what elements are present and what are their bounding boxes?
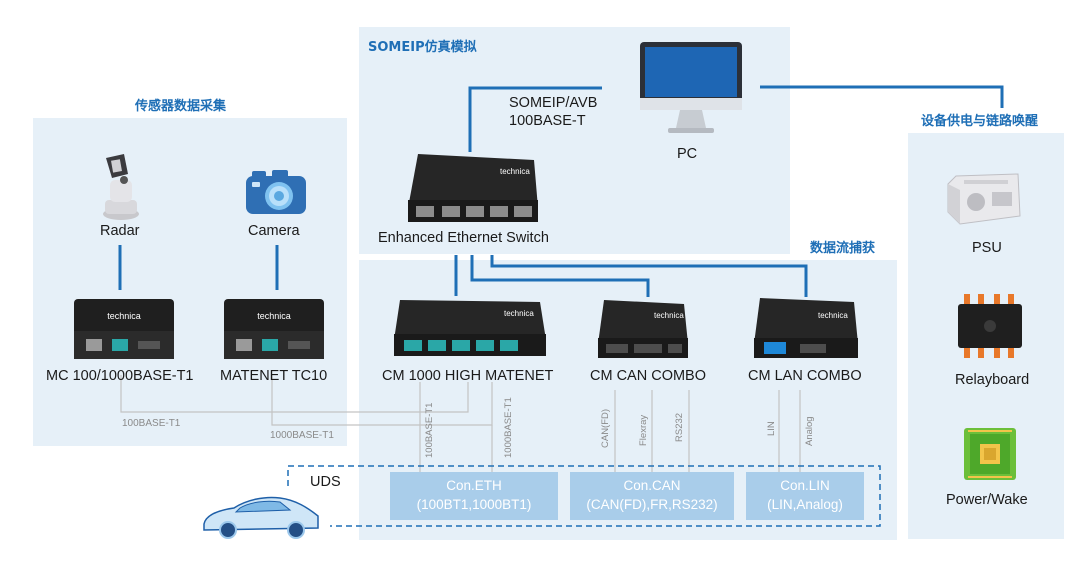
pc-label: PC	[677, 146, 698, 162]
svg-text:technica: technica	[500, 167, 530, 176]
psu-label: PSU	[972, 240, 1002, 256]
cm1000-label: CM 1000 HIGH MATENET	[382, 368, 554, 384]
v-100bt1-label: 100BASE-T1	[424, 402, 435, 458]
con-can-title: Con.CAN	[623, 478, 681, 493]
matenet-label: MATENET TC10	[220, 368, 328, 384]
power-panel-title: 设备供电与链路唤醒	[921, 114, 1039, 129]
svg-text:technica: technica	[107, 311, 141, 321]
v-1000bt1-label: 1000BASE-T1	[503, 397, 514, 458]
camera-label: Camera	[248, 223, 300, 239]
cm1000-device-icon: technica	[390, 298, 550, 360]
v-flexray-label: Flexray	[638, 414, 649, 446]
relayboard-icon	[956, 294, 1024, 358]
psu-icon	[946, 172, 1022, 232]
matenet-device-icon: technica	[222, 297, 326, 361]
svg-text:technica: technica	[654, 311, 684, 320]
svg-text:technica: technica	[504, 309, 534, 318]
power-wake-label: Power/Wake	[946, 492, 1028, 508]
con-lin-sub: (LIN,Analog)	[767, 497, 843, 512]
car-icon	[200, 490, 322, 540]
svg-text:technica: technica	[257, 311, 291, 321]
someip-avb-label: SOMEIP/AVB	[509, 95, 598, 111]
sensor-panel-title: 传感器数据采集	[135, 99, 227, 114]
con-lin-box: Con.LIN (LIN,Analog)	[746, 472, 864, 520]
uds-label: UDS	[310, 474, 341, 490]
mc-label: MC 100/1000BASE-T1	[46, 368, 194, 384]
radar-icon	[98, 150, 144, 222]
cmlan-label: CM LAN COMBO	[748, 368, 862, 384]
someip-panel-title: SOMEIP仿真模拟	[368, 40, 477, 55]
switch-label: Enhanced Ethernet Switch	[378, 230, 549, 246]
v-lin-label: LIN	[766, 421, 777, 436]
con-eth-box: Con.ETH (100BT1,1000BT1)	[390, 472, 558, 520]
v-rs232-label: RS232	[674, 412, 685, 442]
pc-monitor-icon	[638, 40, 744, 136]
relayboard-label: Relayboard	[955, 372, 1030, 388]
ethernet-switch-icon: technica	[404, 152, 540, 226]
sensor-panel	[33, 118, 347, 446]
con-can-sub: (CAN(FD),FR,RS232)	[586, 497, 718, 512]
v-canfd-label: CAN(FD)	[600, 408, 611, 448]
svg-text:technica: technica	[818, 311, 848, 320]
cmlan-device-icon: technica	[752, 296, 860, 362]
mc-device-icon: technica	[72, 297, 176, 361]
base-t-label: 100BASE-T	[509, 113, 586, 129]
radar-label: Radar	[100, 223, 140, 239]
capture-panel-title: 数据流捕获	[810, 241, 876, 256]
cmcan-label: CM CAN COMBO	[590, 368, 706, 384]
power-wake-icon	[962, 426, 1018, 482]
con-eth-title: Con.ETH	[446, 478, 502, 493]
con-can-box: Con.CAN (CAN(FD),FR,RS232)	[570, 472, 734, 520]
camera-icon	[244, 168, 308, 216]
con-lin-title: Con.LIN	[780, 478, 830, 493]
con-eth-sub: (100BT1,1000BT1)	[416, 497, 532, 512]
cmcan-device-icon: technica	[596, 298, 690, 362]
v-analog-label: Analog	[804, 416, 815, 446]
link-1000bt1-label: 1000BASE-T1	[270, 430, 334, 441]
link-100bt1-label: 100BASE-T1	[122, 418, 181, 429]
